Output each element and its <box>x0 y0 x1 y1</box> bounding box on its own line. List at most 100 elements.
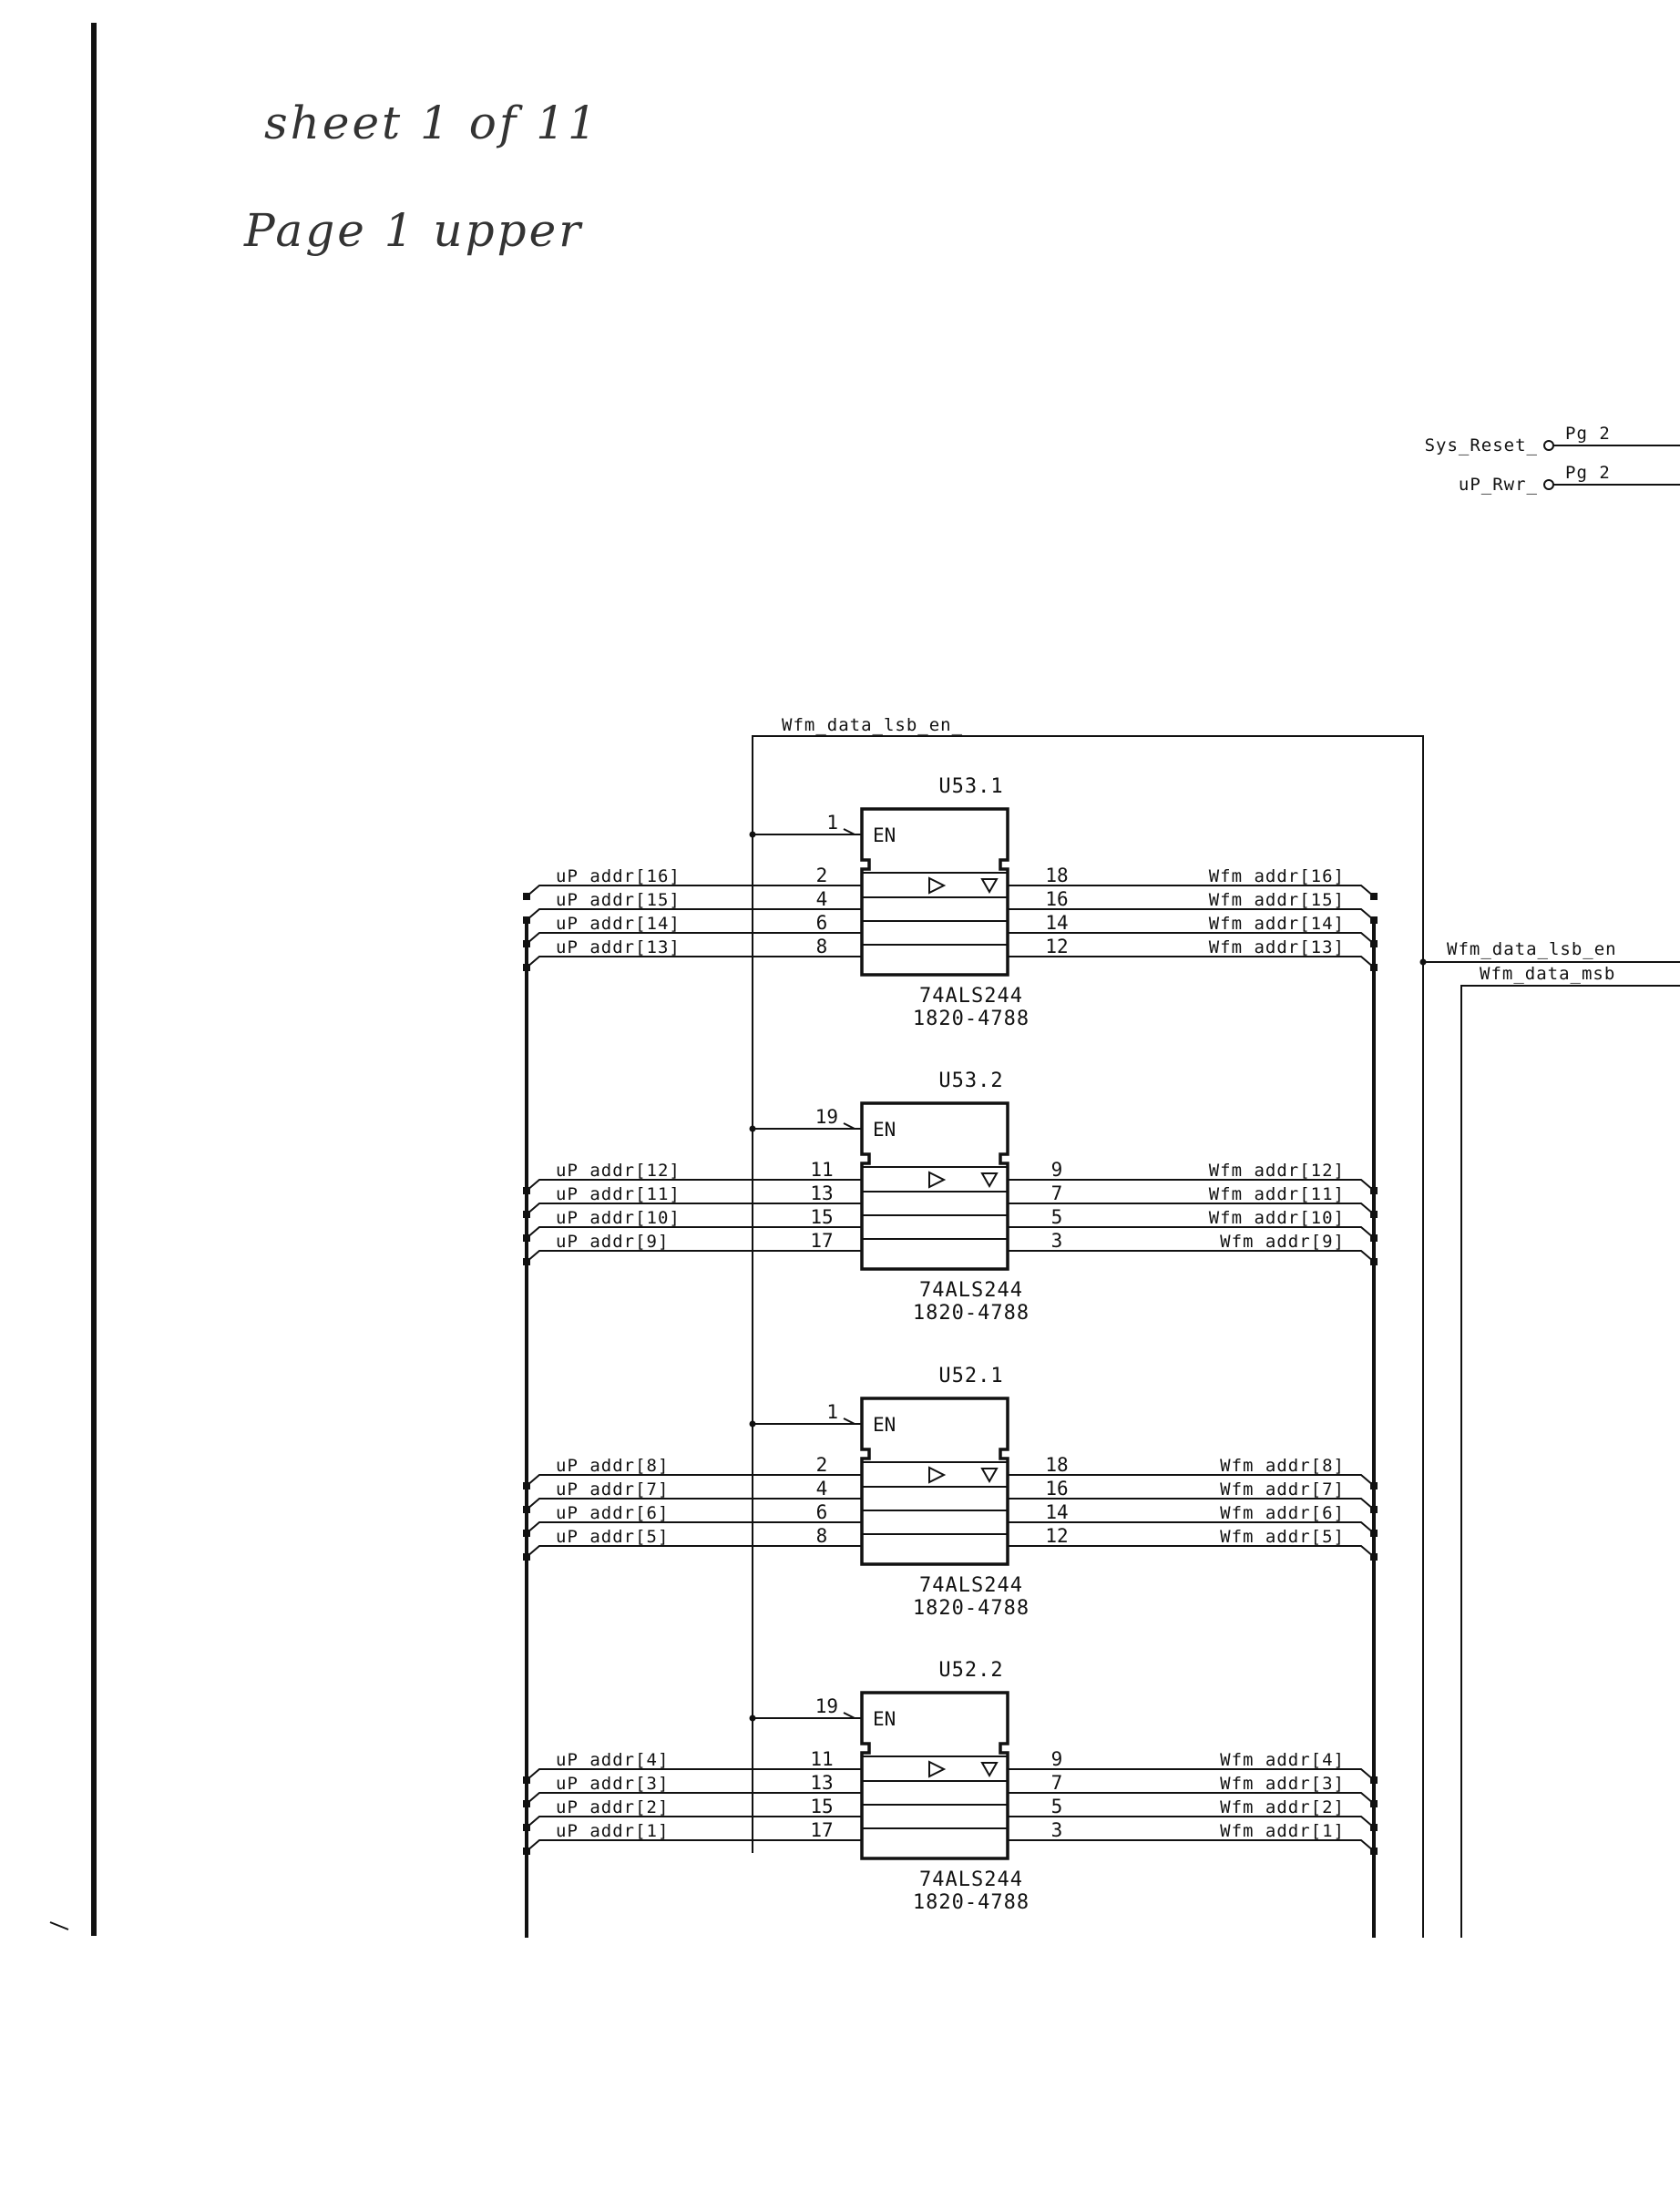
input-net-label: uP_addr[13] <box>556 937 681 957</box>
part-name: 74ALS244 <box>919 1868 1023 1891</box>
output-pin-number: 14 <box>1045 1501 1068 1523</box>
input-net-label: uP_addr[3] <box>556 1774 669 1794</box>
svg-text:Pg 2: Pg 2 <box>1565 424 1611 444</box>
input-pin-number: 15 <box>810 1206 833 1228</box>
input-pin-number: 2 <box>816 1454 828 1476</box>
enable-pin-number: 19 <box>815 1695 838 1717</box>
output-net-label: Wfm_addr[2] <box>1220 1797 1345 1817</box>
input-pin-number: 2 <box>816 865 828 886</box>
input-pin-number: 13 <box>810 1182 833 1204</box>
input-net-label: uP_addr[15] <box>556 890 681 910</box>
part-name: 74ALS244 <box>919 1574 1023 1597</box>
margin-mark <box>49 1921 69 1930</box>
output-net-label: Wfm_addr[6] <box>1220 1503 1345 1523</box>
handwritten-page-note: Page 1 upper <box>243 204 583 257</box>
offpage-connector-up-rwr: uP_Rwr_ Pg 2 <box>1459 463 1680 495</box>
buffer-body <box>860 1691 1009 1860</box>
svg-text:Wfm_data_msb: Wfm_data_msb <box>1480 964 1615 984</box>
enable-label: EN <box>873 1414 896 1436</box>
part-number: 1820-4788 <box>913 1891 1030 1914</box>
buffer-u53-1: U53.1EN174ALS2441820-4788uP_addr[16]Wfm_… <box>523 775 1378 1030</box>
enable-net-top: Wfm_data_lsb_en_ Wfm_data_lsb_en Wfm_dat… <box>752 715 1680 1938</box>
input-net-label: uP_addr[11] <box>556 1184 681 1204</box>
input-pin-number: 8 <box>816 1525 828 1547</box>
input-net-label: uP_addr[7] <box>556 1479 669 1500</box>
output-net-label: Wfm_addr[15] <box>1209 890 1345 910</box>
input-net-label: uP_addr[12] <box>556 1161 681 1181</box>
input-net-label: uP_addr[8] <box>556 1456 669 1476</box>
buffer-ref: U52.1 <box>938 1365 1003 1387</box>
input-net-label: uP_addr[2] <box>556 1797 669 1817</box>
enable-label: EN <box>873 1708 896 1730</box>
input-pin-number: 8 <box>816 936 828 957</box>
output-net-label: Wfm_addr[10] <box>1209 1208 1345 1228</box>
output-net-label: Wfm_addr[4] <box>1220 1750 1345 1770</box>
output-pin-number: 9 <box>1051 1748 1063 1770</box>
output-pin-number: 7 <box>1051 1182 1063 1204</box>
output-pin-number: 5 <box>1051 1206 1063 1228</box>
input-net-label: uP_addr[1] <box>556 1821 669 1841</box>
part-number: 1820-4788 <box>913 1597 1030 1620</box>
output-pin-number: 12 <box>1045 1525 1068 1547</box>
output-pin-number: 7 <box>1051 1772 1063 1794</box>
input-net-label: uP_addr[5] <box>556 1527 669 1547</box>
enable-pin-number: 19 <box>815 1106 838 1128</box>
output-net-label: Wfm_addr[3] <box>1220 1774 1345 1794</box>
input-pin-number: 17 <box>810 1819 833 1841</box>
output-net-label: Wfm_addr[7] <box>1220 1479 1345 1500</box>
output-net-label: Wfm_addr[8] <box>1220 1456 1345 1476</box>
input-pin-number: 6 <box>816 1501 828 1523</box>
input-net-label: uP_addr[4] <box>556 1750 669 1770</box>
output-pin-number: 3 <box>1051 1819 1063 1841</box>
input-pin-number: 4 <box>816 1478 828 1500</box>
input-pin-number: 13 <box>810 1772 833 1794</box>
buffer-ref: U52.2 <box>938 1659 1003 1682</box>
buffer-ref: U53.1 <box>938 775 1003 798</box>
input-net-label: uP_addr[9] <box>556 1232 669 1252</box>
svg-text:Sys_Reset_: Sys_Reset_ <box>1425 435 1538 456</box>
output-net-label: Wfm_addr[16] <box>1209 866 1345 886</box>
input-net-label: uP_addr[6] <box>556 1503 669 1523</box>
output-pin-number: 16 <box>1045 888 1068 910</box>
input-pin-number: 4 <box>816 888 828 910</box>
offpage-connector-sys-reset: Sys_Reset_ Pg 2 <box>1425 424 1680 456</box>
input-net-label: uP_addr[14] <box>556 914 681 934</box>
enable-pin-number: 1 <box>826 812 838 834</box>
output-pin-number: 16 <box>1045 1478 1068 1500</box>
output-net-label: Wfm_addr[14] <box>1209 914 1345 934</box>
input-net-label: uP_addr[10] <box>556 1208 681 1228</box>
output-pin-number: 12 <box>1045 936 1068 957</box>
output-net-label: Wfm_addr[13] <box>1209 937 1345 957</box>
output-pin-number: 18 <box>1045 865 1068 886</box>
output-pin-number: 5 <box>1051 1796 1063 1817</box>
output-net-label: Wfm_addr[12] <box>1209 1161 1345 1181</box>
part-number: 1820-4788 <box>913 1302 1030 1325</box>
svg-text:Pg 2: Pg 2 <box>1565 463 1611 483</box>
output-pin-number: 18 <box>1045 1454 1068 1476</box>
input-pin-number: 11 <box>810 1159 833 1181</box>
svg-text:Wfm_data_lsb_en_: Wfm_data_lsb_en_ <box>782 715 963 735</box>
enable-pin-number: 1 <box>826 1401 838 1423</box>
input-pin-number: 17 <box>810 1230 833 1252</box>
part-name: 74ALS244 <box>919 985 1023 1008</box>
buffer-body <box>860 807 1009 977</box>
buffer-body <box>860 1397 1009 1566</box>
output-net-label: Wfm_addr[1] <box>1220 1821 1345 1841</box>
buffer-ref: U53.2 <box>938 1070 1003 1092</box>
output-net-label: Wfm_addr[11] <box>1209 1184 1345 1204</box>
output-pin-number: 9 <box>1051 1159 1063 1181</box>
buffer-blocks: U53.1EN174ALS2441820-4788uP_addr[16]Wfm_… <box>523 775 1378 1914</box>
output-pin-number: 14 <box>1045 912 1068 934</box>
buffer-body <box>860 1101 1009 1271</box>
output-net-label: Wfm_addr[9] <box>1220 1232 1345 1252</box>
part-number: 1820-4788 <box>913 1008 1030 1030</box>
output-net-label: Wfm_addr[5] <box>1220 1527 1345 1547</box>
buffer-u53-2: U53.2EN1974ALS2441820-4788uP_addr[12]Wfm… <box>523 1070 1378 1325</box>
output-pin-number: 3 <box>1051 1230 1063 1252</box>
part-name: 74ALS244 <box>919 1279 1023 1302</box>
svg-text:Wfm_data_lsb_en: Wfm_data_lsb_en <box>1447 939 1617 959</box>
input-pin-number: 11 <box>810 1748 833 1770</box>
